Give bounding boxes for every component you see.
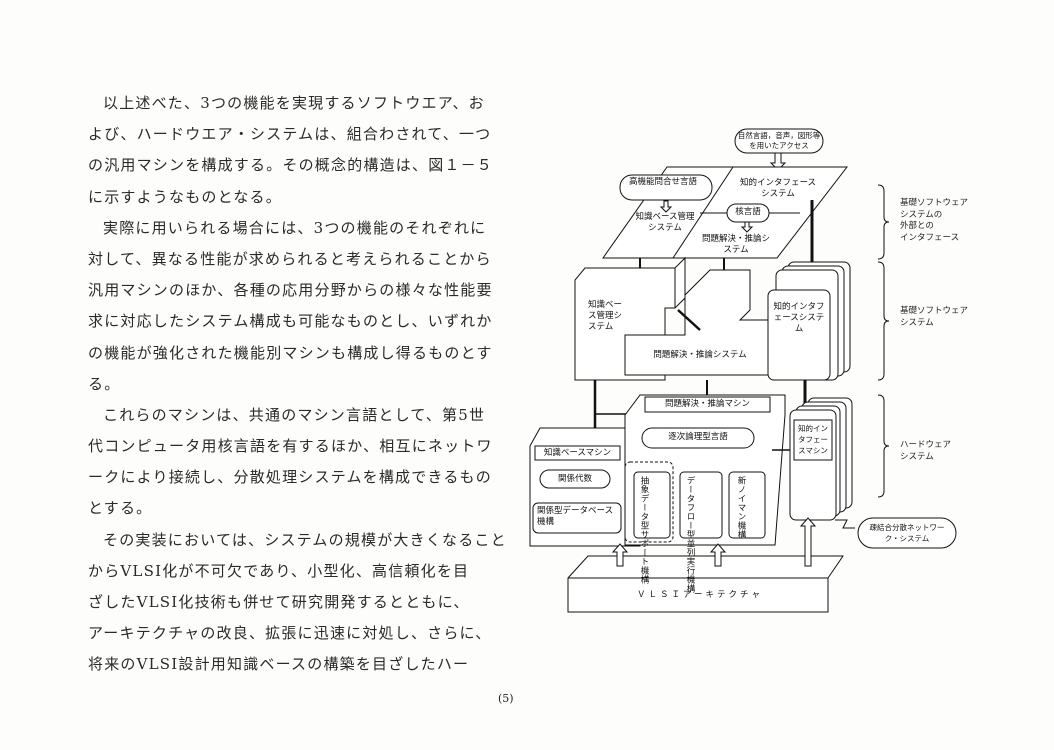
dataflow-label: データフロー型並列実行機構 [685, 476, 695, 593]
kb-mgmt-mid-label: 知識ベース管理システム [588, 300, 623, 332]
vlsi-bar [567, 555, 844, 613]
arrow-up-icon [611, 543, 629, 567]
problem-solving-mid-label: 問題解決・推論システム [653, 350, 747, 360]
intelligent-if-mid-label: 知的インタフェースシステム [773, 302, 825, 334]
text-line: ざしたVLSI化技術も併せて研究開発するとともに、 [88, 593, 470, 611]
bracket-icon [877, 394, 890, 498]
text-line: に示すようなものとなる。 [88, 187, 282, 206]
network-link-icon [835, 519, 855, 529]
text-line: 将来のVLSI設計用知識ベースの構築を目ざしたハー [88, 655, 470, 674]
intelligent-if-machine-label: 知的インタフェースマシン [798, 424, 828, 455]
access-label: 自然言語，音声，図形等を用いたアクセス [737, 131, 821, 150]
kb-machine-label-box [534, 445, 621, 461]
text-line: 求に対応したシステム構成も可能なものとし、いずれか [88, 312, 493, 331]
ps-machine-label: 問題解決・推論マシン [664, 399, 750, 409]
text-line: ークにより接続し、分散処理システムを構成できるもの [88, 468, 492, 487]
page-number: (5) [498, 692, 514, 705]
text-line: これらのマシンは、共通のマシン言語として、第5世 [103, 405, 486, 424]
problem-solving-block [624, 269, 786, 376]
abstract-data-label: 抽象データ型サポート機構 [639, 476, 649, 584]
arrow-up-icon [799, 517, 817, 567]
text-line: とする。 [88, 499, 153, 518]
text-line: の汎用マシンを構成する。その概念的構造は、図１－５ [88, 156, 494, 175]
arrow-down-icon [659, 200, 673, 213]
vlsi-label: ＶＬＳＩアーキテクチャ [637, 590, 763, 600]
neumann-label: 新ノイマン機構 [736, 476, 746, 539]
abstract-data-box [633, 471, 671, 539]
bracket-icon [877, 261, 890, 381]
arrow-down-icon [740, 221, 754, 233]
body-text: 以上述べた、3つの機能を実現するソフトウエア、お よび、ハードウエア・システムは… [88, 88, 507, 681]
seq-logic-lang-oval [641, 427, 755, 449]
side-label-basic-software: 基礎ソフトウェア システム [900, 306, 969, 328]
side-label-interface: 基礎ソフトウェア システムの 外部との インタフェース [900, 198, 969, 243]
seq-logic-lang-label: 逐次論理型言語 [668, 432, 728, 442]
network-label: 疎結合分散ネットワーク・システム [869, 523, 945, 543]
problem-solving-top-label: 問題解決・推論システム [701, 234, 770, 255]
kernel-lang-label: 核言語 [735, 207, 761, 217]
text-line: アーキテクチャの改良、拡張に迅速に対処し、さらに、 [88, 624, 492, 643]
side-label-hardware: ハードウェア システム [900, 440, 952, 462]
text-line: 以上述べた、3つの機能を実現するソフトウエア、お [103, 94, 485, 112]
arrow-up-icon [709, 543, 727, 567]
relational-db-box [532, 502, 622, 534]
text-line: 代コンピュータ用核言語を有するほか、相互にネットワ [88, 437, 493, 456]
neumann-box [728, 471, 766, 539]
text-line: よび、ハードウエア・システムは、組合わされて、一つ [88, 125, 492, 144]
relational-db-label: 関係型データベース機構 [537, 506, 614, 527]
text-line: からVLSI化が不可欠であり、小型化、高信頼化を目 [88, 561, 470, 580]
ps-machine-label-box [644, 396, 771, 413]
text-line: 汎用マシンのほか、各種の応用分野からの様々な性能要 [88, 281, 493, 300]
query-lang-label: 高機能問合せ言語 [628, 177, 697, 187]
intelligent-if-top-label: 知的インタフェースシステム [739, 178, 817, 199]
text-line: の機能が強化された機能別マシンも構成し得るものとす [88, 343, 493, 362]
intelligent-if-block [767, 289, 831, 381]
text-line: 実際に用いられる場合には、3つの機能のそれぞれに [103, 218, 487, 237]
kb-mgmt-top-label: 知識ベース管理システム [635, 212, 695, 233]
kb-machine-label: 知識ベースマシン [543, 448, 612, 458]
bracket-icon [877, 184, 890, 260]
relational-algebra-oval [539, 469, 611, 489]
text-line: その実装においては、システムの規模が大きくなること [103, 530, 507, 549]
text-line: 対して、異なる性能が求められると考えられることから [88, 249, 492, 268]
relational-algebra-label: 関係代数 [557, 474, 592, 484]
network-oval [857, 517, 957, 549]
dataflow-box [679, 471, 723, 539]
query-lang-oval [619, 174, 713, 201]
text-line: る。 [88, 374, 121, 393]
